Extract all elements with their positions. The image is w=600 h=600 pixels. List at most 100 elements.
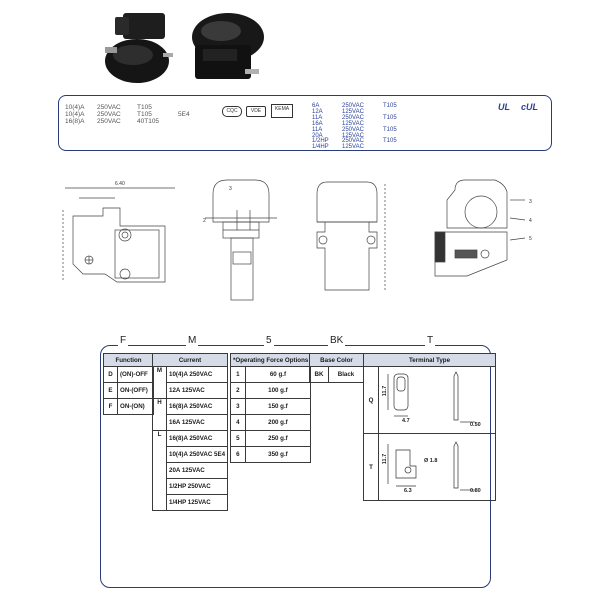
force-value: 150 g.f bbox=[244, 398, 312, 415]
function-code: F bbox=[103, 398, 118, 415]
left-extra-rating: 5E4 bbox=[178, 111, 190, 118]
terminal-code: Q bbox=[363, 366, 379, 434]
left-rating-voltage: 250VAC bbox=[97, 111, 121, 119]
technical-drawings: 6.40 2 3 3 4 5 bbox=[62, 179, 532, 301]
terminal-header: Terminal Type bbox=[363, 353, 496, 367]
code-letter-color: BK bbox=[328, 335, 346, 346]
switch-photo-right bbox=[192, 13, 264, 79]
left-rating-voltage: 250VAC bbox=[97, 104, 121, 111]
right-rating-voltage: 250VAC bbox=[342, 126, 364, 133]
front-width-dim: 6.40 bbox=[115, 181, 125, 187]
force-code: 6 bbox=[230, 446, 246, 463]
function-header: Function bbox=[103, 353, 154, 367]
terminal-q-height: 11.7 bbox=[382, 385, 389, 397]
front-view-drawing: 6.40 bbox=[62, 181, 175, 283]
svg-text:5: 5 bbox=[529, 236, 532, 242]
force-header: *Operating Force Options bbox=[229, 353, 312, 367]
function-value: ON-(OFF) bbox=[117, 382, 154, 399]
right-rating-voltage: 250VAC bbox=[342, 114, 364, 121]
force-value: 200 g.f bbox=[244, 414, 312, 431]
current-code: L bbox=[152, 430, 167, 511]
terminal-q-thickness: 0.50 bbox=[470, 422, 481, 428]
svg-text:4: 4 bbox=[529, 218, 532, 224]
current-value: 10(4)A 250VAC bbox=[165, 366, 229, 383]
iso-view-drawing: 3 4 5 bbox=[434, 179, 532, 277]
right-rating-voltage: 125VAC bbox=[342, 132, 364, 139]
current-code: M bbox=[152, 366, 167, 399]
code-letter-terminal: T bbox=[425, 335, 436, 346]
ul-mark: UL bbox=[498, 102, 510, 112]
terminal-t-drawing bbox=[387, 441, 475, 491]
force-value: 250 g.f bbox=[244, 430, 312, 447]
cert-mark-kema: KEMA bbox=[271, 104, 293, 118]
right-rating-temp: T105 bbox=[383, 103, 397, 109]
force-code: 4 bbox=[230, 414, 246, 431]
current-value: 1/2HP 250VAC bbox=[165, 478, 229, 495]
right-rating-temp: T105 bbox=[383, 126, 397, 133]
right-rating-voltage: 125VAC bbox=[342, 108, 364, 115]
svg-text:2: 2 bbox=[203, 218, 206, 224]
side-view-drawing: 2 3 bbox=[203, 179, 277, 301]
current-value: 1/4HP 125VAC bbox=[165, 494, 229, 511]
terminal-section: Terminal Type Q T bbox=[363, 353, 496, 501]
function-code: E bbox=[103, 382, 118, 399]
function-value: (ON)-OFF bbox=[117, 366, 154, 383]
right-rating-rating: 1/2HP bbox=[312, 138, 329, 145]
terminal-q-width: 4.7 bbox=[402, 418, 410, 424]
force-value: 60 g.f bbox=[244, 366, 312, 383]
terminal-t-thickness: 0.80 bbox=[470, 488, 481, 494]
terminal-code: T bbox=[363, 433, 379, 501]
current-code: H bbox=[152, 398, 167, 431]
current-header: Current bbox=[151, 353, 229, 367]
right-rating-rating: 20A bbox=[312, 132, 323, 139]
current-value: 16A 125VAC bbox=[165, 414, 229, 431]
svg-text:3: 3 bbox=[529, 199, 532, 205]
right-rating-temp: T105 bbox=[383, 138, 397, 145]
current-value: 20A 125VAC bbox=[165, 462, 229, 479]
current-value: 12A 125VAC bbox=[165, 382, 229, 399]
svg-text:3: 3 bbox=[229, 186, 232, 192]
left-rating-voltage: 250VAC bbox=[97, 118, 121, 126]
cert-mark-cqc: CQC bbox=[222, 106, 242, 117]
right-rating-rating: 16A bbox=[312, 120, 323, 127]
code-letter-function: F bbox=[118, 335, 129, 346]
force-code: 2 bbox=[230, 382, 246, 399]
right-rating-voltage: 125VAC bbox=[342, 144, 364, 151]
left-rating-rating: 10(4)A bbox=[65, 104, 85, 111]
force-code: 1 bbox=[230, 366, 246, 383]
cul-mark: cUL bbox=[521, 102, 539, 112]
terminal-t-width: 6.3 bbox=[404, 488, 412, 494]
right-rating-rating: 6A bbox=[312, 103, 320, 109]
function-code: D bbox=[103, 366, 118, 383]
code-letter-force: 5 bbox=[264, 335, 274, 346]
ratings-box bbox=[58, 95, 552, 151]
rear-view-drawing bbox=[316, 181, 386, 291]
terminal-t-height: 11.7 bbox=[382, 453, 389, 465]
current-value: 16(8)A 250VAC bbox=[165, 430, 229, 447]
right-rating-temp: T105 bbox=[383, 114, 397, 121]
base-color-header: Base Color bbox=[309, 353, 364, 367]
code-letter-current: M bbox=[186, 335, 199, 346]
force-code: 3 bbox=[230, 398, 246, 415]
product-photos bbox=[105, 13, 264, 83]
right-rating-rating: 1/4HP bbox=[312, 144, 329, 151]
left-rating-rating: 10(4)A bbox=[65, 111, 85, 119]
left-rating-temp: T105 bbox=[137, 104, 152, 111]
terminal-t-hole: Ø 1.8 bbox=[424, 458, 438, 464]
left-rating-rating: 16(8)A bbox=[65, 118, 85, 126]
right-rating-voltage: 250VAC bbox=[342, 103, 364, 109]
right-rating-rating: 12A bbox=[312, 108, 323, 115]
force-value: 100 g.f bbox=[244, 382, 312, 399]
force-value: 350 g.f bbox=[244, 446, 312, 463]
right-rating-voltage: 125VAC bbox=[342, 120, 364, 127]
right-rating-voltage: 250VAC bbox=[342, 138, 364, 145]
right-rating-rating: 11A bbox=[312, 126, 323, 133]
right-rating-rating: 11A bbox=[312, 114, 323, 121]
base-color-code: BK bbox=[309, 366, 329, 383]
current-value: 16(8)A 250VAC bbox=[165, 398, 229, 415]
base-color-value: Black bbox=[328, 366, 364, 383]
current-value: 10(4)A 250VAC 5E4 bbox=[165, 446, 229, 463]
force-code: 5 bbox=[230, 430, 246, 447]
